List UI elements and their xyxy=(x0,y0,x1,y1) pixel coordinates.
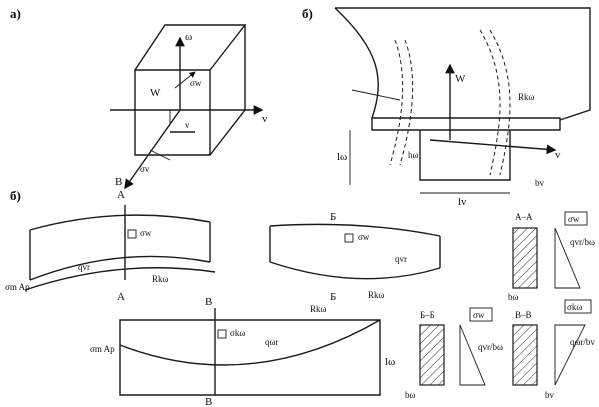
section-AA-bw: bω xyxy=(508,292,519,302)
panel-b-bottom-label: б) xyxy=(10,188,21,203)
arch1-load-line xyxy=(24,267,216,291)
l-omega-label: lω xyxy=(337,151,347,163)
rib-1b xyxy=(399,39,414,166)
cube-side xyxy=(209,25,246,156)
arch3-frame xyxy=(119,319,381,396)
arch2-bottom xyxy=(269,261,441,280)
section-VV-sigma: σkω xyxy=(567,302,582,312)
sections: А–А bω σw qvr/bω Б–Б bω σw qvr/bω В–В bv… xyxy=(405,211,595,400)
panel-b-bottom: б) A A σw qvr σm Aр Rkω Б Б σw qvr Rkω В… xyxy=(5,188,441,407)
r-arrow xyxy=(351,89,401,101)
panel-a-label: а) xyxy=(10,6,21,21)
h-omega-label: hω xyxy=(408,150,419,160)
section-VV-rect xyxy=(512,324,538,386)
b-v-label: bv xyxy=(535,178,545,188)
arch2-sigma-label: σw xyxy=(358,232,370,242)
arch1-bottom xyxy=(29,255,211,281)
R-kw-label: Rkω xyxy=(518,92,535,102)
section-AA-label: А–А xyxy=(515,212,533,222)
l-v-label: lv xyxy=(458,196,467,208)
rib-box xyxy=(419,130,511,181)
A-top-label: A xyxy=(117,189,125,201)
arch1-sigma-label: σw xyxy=(140,228,152,238)
section-AA-sigma: σw xyxy=(568,214,580,224)
arch2-element xyxy=(344,233,354,243)
section-BB-label: Б–Б xyxy=(420,310,435,320)
sigma-w-arrow xyxy=(174,71,196,89)
slab xyxy=(371,117,561,131)
arch3-R-label: Rkω xyxy=(310,304,327,314)
B-bottom-label: Б xyxy=(330,291,336,303)
rib-2a xyxy=(479,29,501,176)
blade-left-curve xyxy=(334,7,379,119)
arch3-element xyxy=(217,329,227,339)
A-bottom-label: A xyxy=(117,291,125,303)
rib-1a xyxy=(389,39,404,166)
arch3-sigma-m-label: σm Aр xyxy=(90,344,115,354)
sigma-w-label: σw xyxy=(190,78,202,88)
b-axis-label: B xyxy=(115,176,122,188)
arch1-top xyxy=(29,214,211,231)
arch2-top xyxy=(269,223,441,237)
v-b-label: v xyxy=(555,149,561,161)
blade-outline xyxy=(335,7,591,121)
section-VV-sigma-box xyxy=(564,299,592,314)
arch1-qvr-label: qvr xyxy=(78,262,90,272)
arch3-curve xyxy=(119,319,381,366)
V-bottom-label: В xyxy=(205,396,212,407)
sigma-v-arrow xyxy=(149,149,171,161)
arch3-l-omega-label: lω xyxy=(385,356,395,368)
cube-top xyxy=(134,24,247,71)
panel-b-top: б) W v Rkω lω hω lv bv xyxy=(302,6,591,208)
v-small-label: v xyxy=(185,120,190,130)
W-label: W xyxy=(455,73,466,85)
arch1-R-label: Rkω xyxy=(152,274,169,284)
section-BB-stress xyxy=(459,324,486,386)
rib-2b xyxy=(489,29,511,176)
section-BB-sigma: σw xyxy=(473,310,485,320)
W-small-label: W xyxy=(150,87,161,99)
omega-label: ω xyxy=(185,31,192,43)
section-VV-label: В–В xyxy=(515,310,532,320)
B-top-label: Б xyxy=(330,211,336,223)
section-BB-bw: bω xyxy=(405,390,416,400)
section-AA-sigma-box xyxy=(564,211,588,226)
section-BB-qvr: qvr/bω xyxy=(478,342,503,352)
b-axis xyxy=(124,109,181,190)
section-AA-qvr: qvr/bω xyxy=(570,237,595,247)
sigma-v-label: σv xyxy=(140,164,150,174)
arch3-qwr-label: qωr xyxy=(265,337,278,347)
arch3-sigma-label: σkω xyxy=(230,328,245,338)
arch2-R-label: Rkω xyxy=(368,290,385,300)
section-VV-stress xyxy=(554,324,586,386)
arch1-sigma-m-label: σm Aр xyxy=(5,282,30,292)
v-label: v xyxy=(262,113,268,125)
V-top-label: В xyxy=(205,296,212,308)
section-AA-stress xyxy=(554,227,581,289)
panel-a-cube: а) ω v W σw v B σv xyxy=(10,6,268,190)
section-VV-bv: bv xyxy=(545,390,555,400)
section-AA-rect xyxy=(512,227,538,289)
arch2-qvr-label: qvr xyxy=(395,254,407,264)
v-axis-b xyxy=(429,139,557,155)
section-BB-rect xyxy=(419,324,445,386)
section-BB-sigma-box xyxy=(469,307,493,322)
panel-b-top-label: б) xyxy=(302,6,313,21)
arch1-element xyxy=(127,229,137,239)
section-VV-qwr: qωr/bv xyxy=(570,337,595,347)
